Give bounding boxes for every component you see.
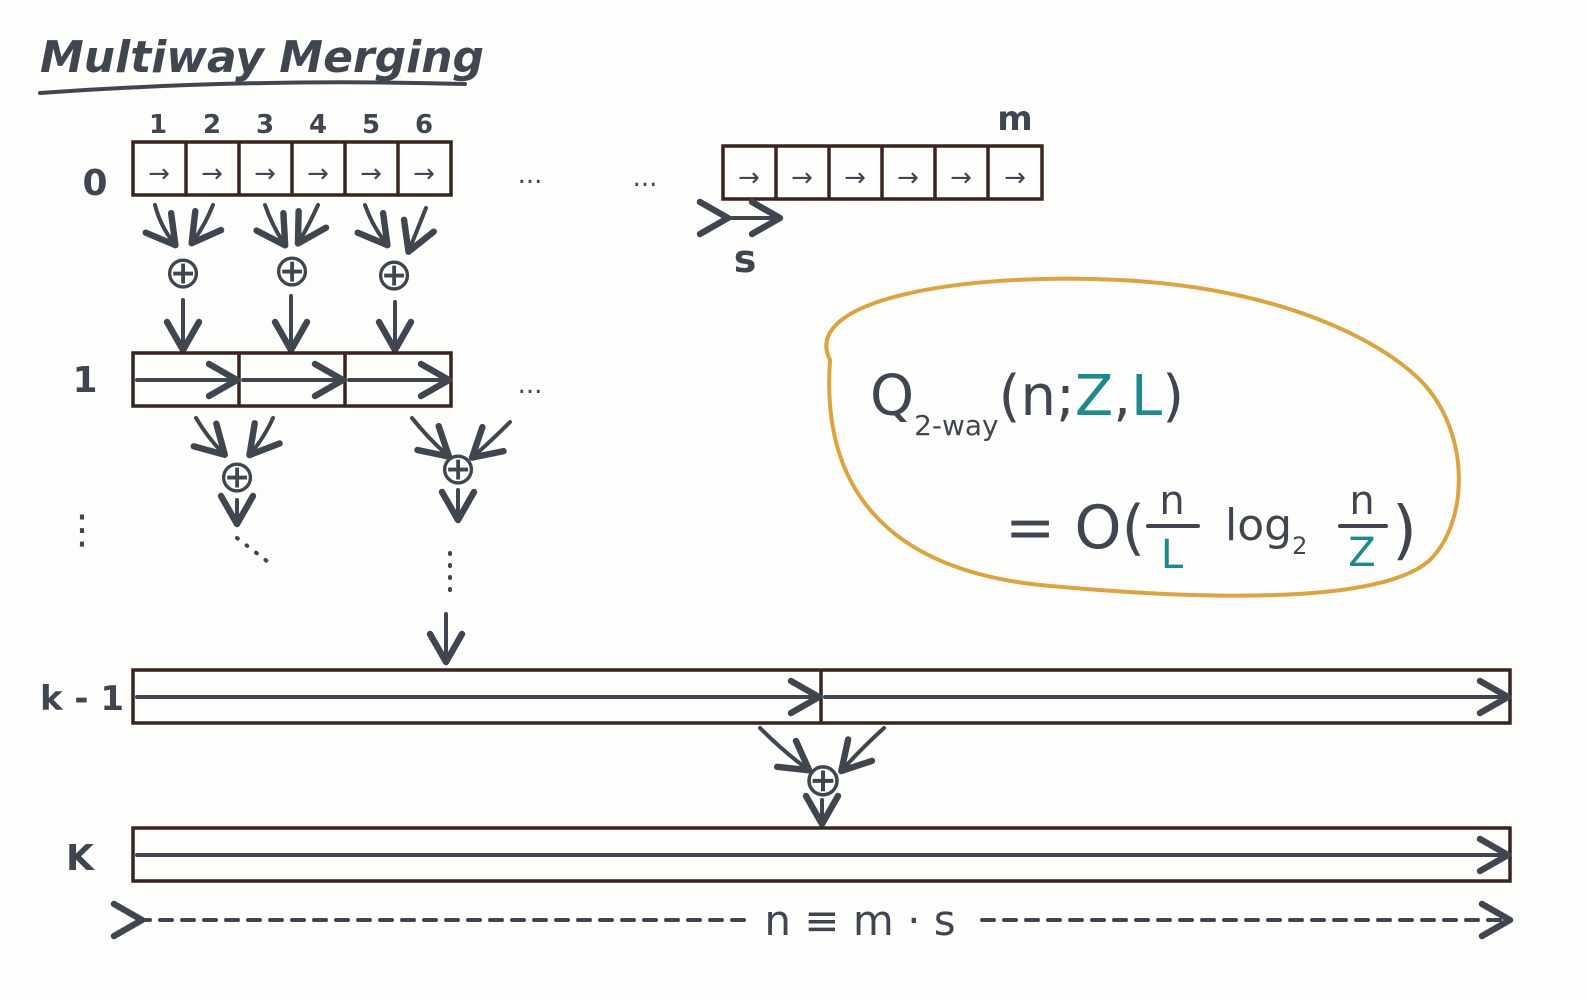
cell-arrow: → [254,159,276,189]
column-number: 5 [362,110,380,140]
cell-arrow: → [360,159,382,189]
formula-subscript: 2-way [914,409,999,442]
column-number: 6 [415,110,433,140]
level-k-label: K [66,838,95,879]
cell-arrow: → [950,163,972,193]
formula-num1: n [1159,478,1184,524]
title-underline [38,80,467,95]
level-0-merge-arrows [142,203,437,255]
column-number: 4 [309,110,327,140]
merge-operator: ⊕ [164,245,203,299]
ellipsis: ... [518,370,543,400]
level-k-cells [131,826,1512,883]
formula-close: ) [1162,364,1184,429]
merge-operator: ⊕ [273,243,312,297]
column-number: 3 [256,110,274,140]
level-1-cells [131,351,453,408]
cell-arrow: → [201,159,223,189]
ellipsis: ... [518,160,543,190]
column-numbers: 1 2 3 4 5 6 [149,110,433,140]
formula-comma: , [1113,364,1131,429]
level-0-label: 0 [82,163,107,204]
formula-q: Q [870,364,914,429]
formula-z: Z [1075,364,1113,429]
formula-line-1: Q2-way(n;Z,L) [870,364,1184,442]
ellipsis: ... [633,163,658,193]
level-dots: ⋮ [62,507,102,553]
formula-num2: n [1349,478,1374,524]
cell-arrow: → [307,159,329,189]
cell-arrow: → [413,159,435,189]
cell-arrow: → [791,163,813,193]
s-label: s [734,237,757,281]
cell-arrow: → [897,163,919,193]
formula-open: (n; [999,364,1075,429]
formula-den1: L [1161,532,1184,578]
final-merge-arrow [838,726,886,775]
cell-arrow: → [844,163,866,193]
merge-operator: ⊕ [375,247,414,301]
title: Multiway Merging [40,32,484,83]
level-k-minus-1-label: k - 1 [40,679,124,719]
continuation-dots [235,536,274,567]
formula-l: L [1131,364,1162,429]
complexity-formula: Q2-way(n;Z,L) = O( n L log2 n Z ) [870,364,1417,578]
level-1-label: 1 [72,360,97,401]
final-merge-arrow [758,726,813,774]
total-length-label: n ≡ m · s [764,896,955,945]
formula-log: log2 [1225,500,1307,560]
formula-end: ) [1392,494,1417,568]
column-number: 2 [203,110,221,140]
merge-operator: ⊕ [439,441,478,495]
m-label: m [997,99,1032,139]
level-1-merge-arrows [190,416,512,461]
column-number: 1 [149,110,167,140]
level-0-left-cells: → → → → → → [131,140,453,197]
cell-arrow: → [148,159,170,189]
level-k-minus-1-cells [131,668,1512,725]
level-0-right-cells: → → → → → → [721,144,1044,201]
formula-den2: Z [1348,530,1375,576]
formula-equals: = O( [1005,493,1145,563]
merge-operator: ⊕ [218,449,257,503]
formula-bubble [824,276,1461,598]
cell-arrow: → [738,163,760,193]
cell-arrow: → [1004,163,1026,193]
